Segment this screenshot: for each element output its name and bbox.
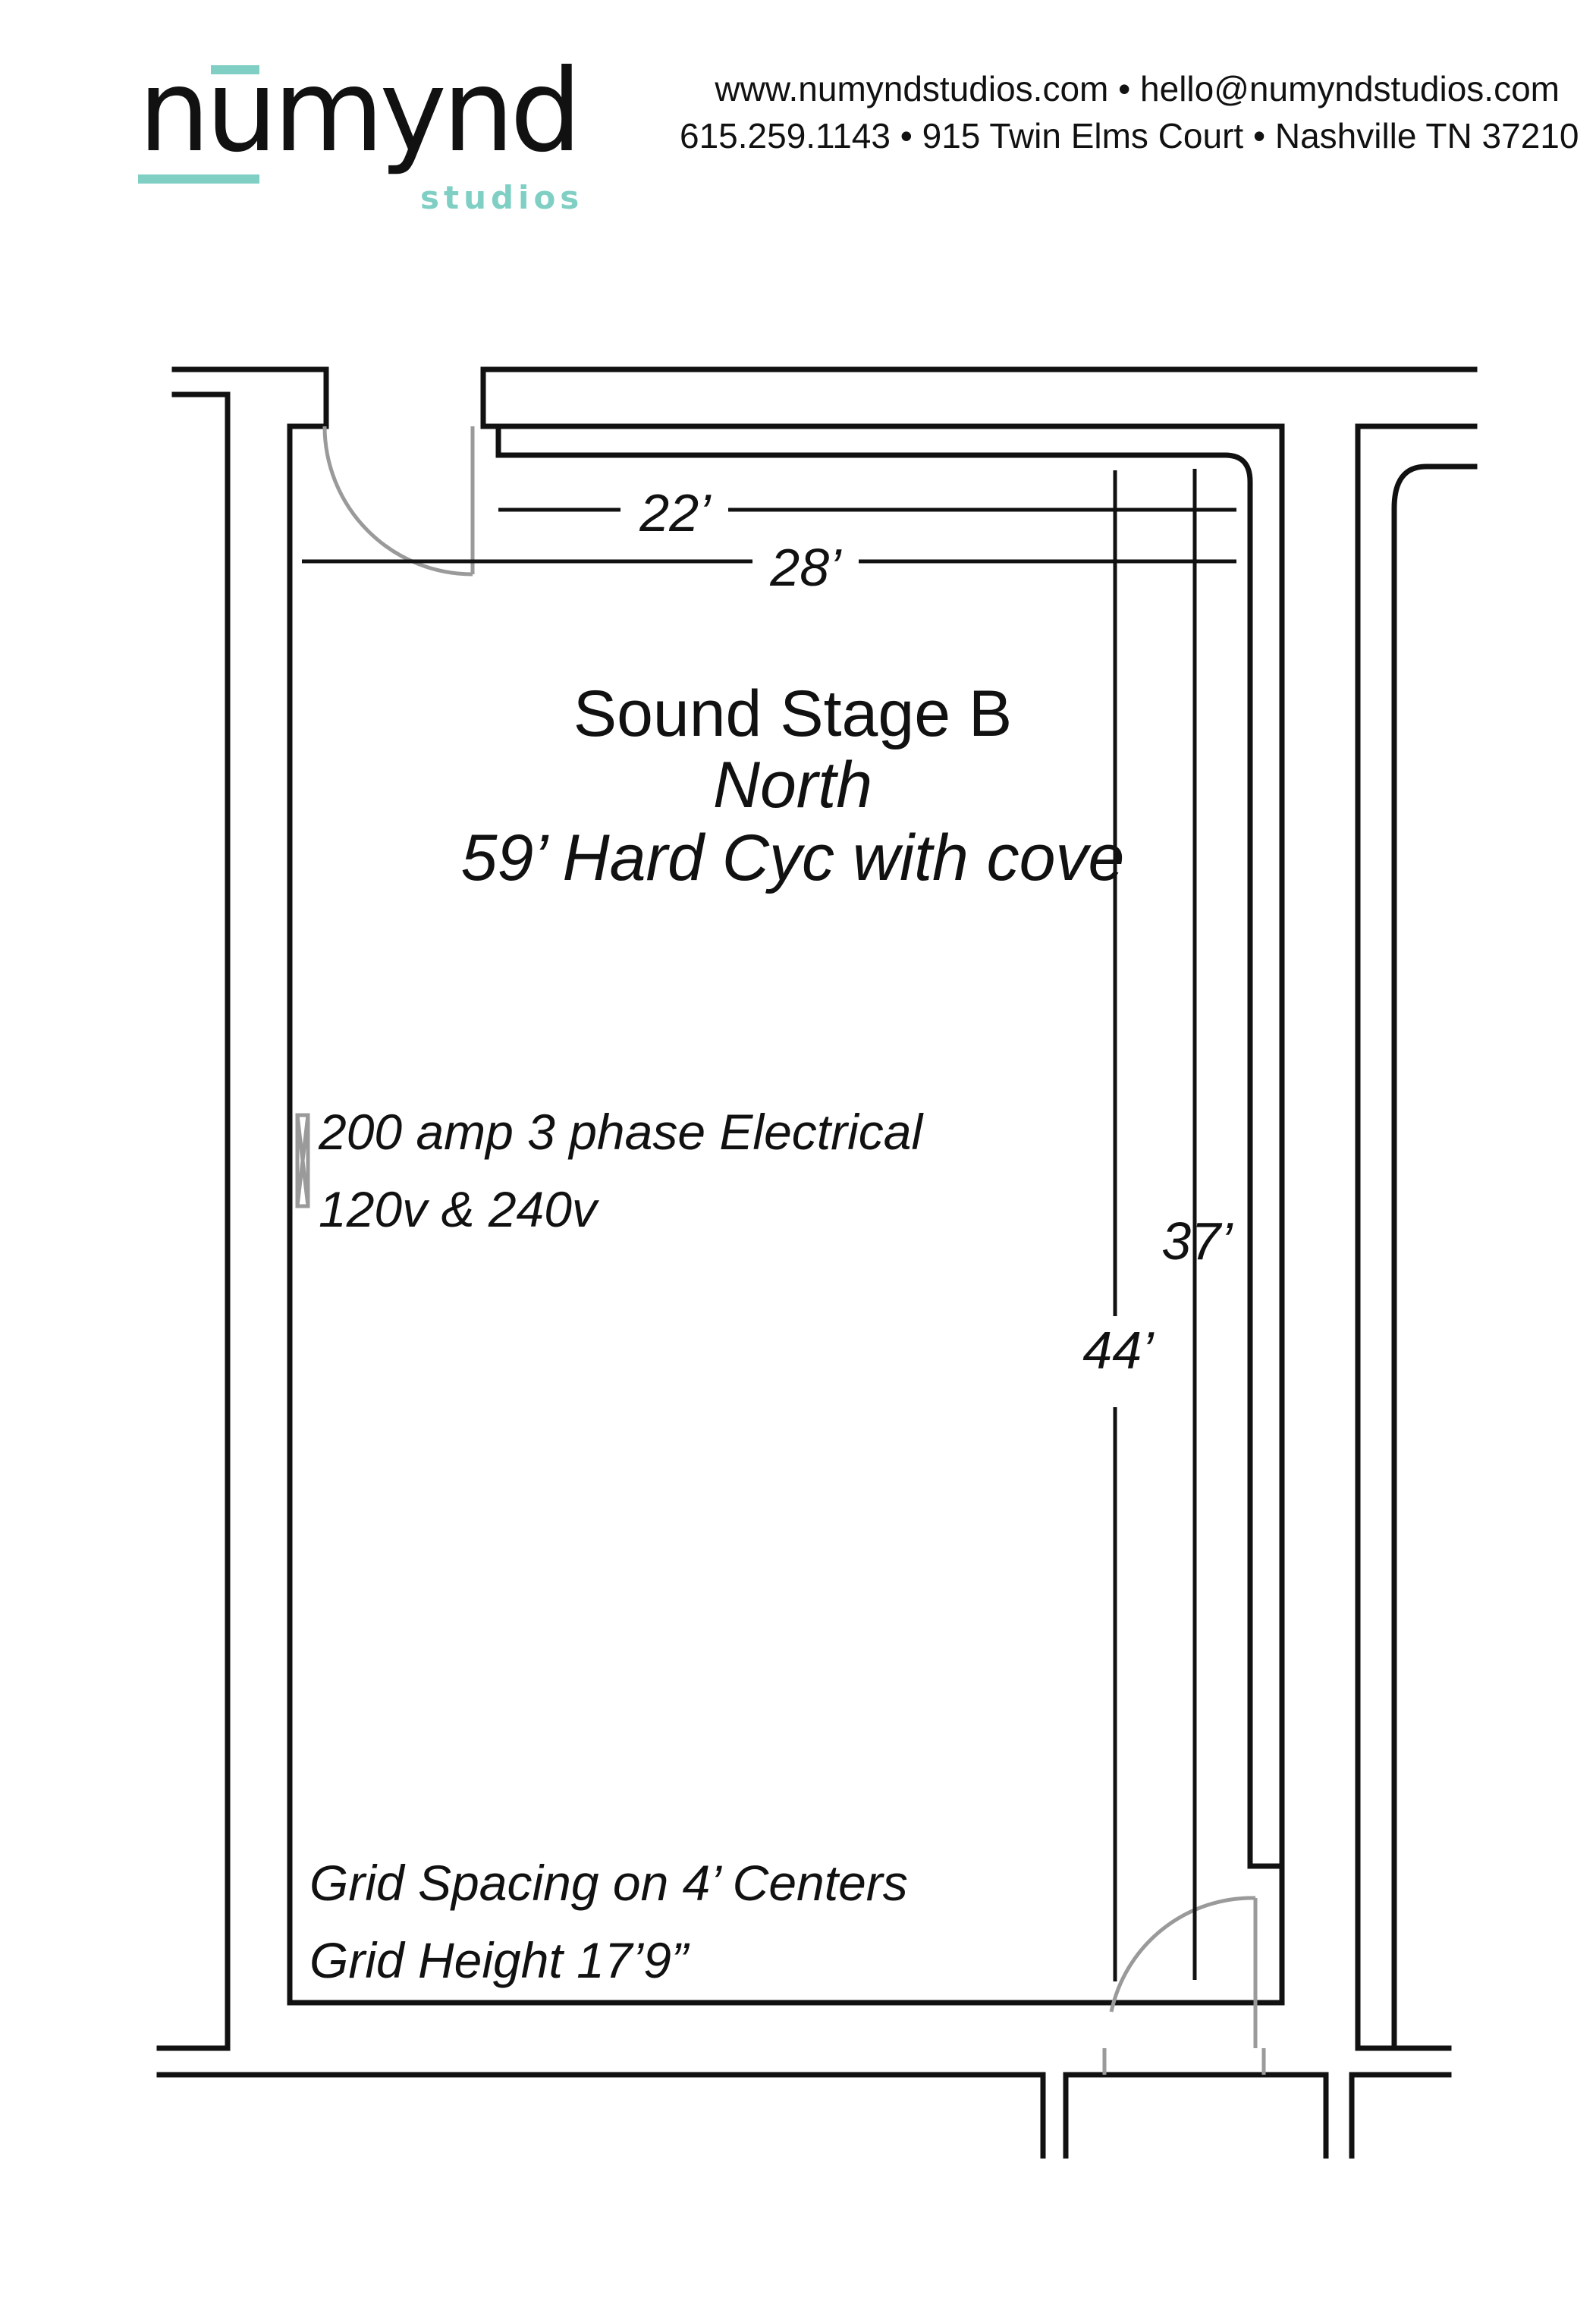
wall-left-outer (171, 391, 231, 2051)
room-title: Sound Stage B (573, 677, 1013, 750)
contact-web-email: www.numyndstudios.com • hello@numyndstud… (715, 69, 1560, 108)
wall-right-corridor-inner (1391, 463, 1478, 2051)
logo-accent-bar-bottom (138, 174, 259, 184)
cyc-description: 59’ Hard Cyc with cove (461, 822, 1125, 894)
dim-label-28: 28’ (769, 538, 842, 597)
plan-walls (156, 366, 1478, 2159)
wall-right-corridor-outer (1355, 423, 1478, 2051)
wall-top-right (480, 366, 1478, 429)
dimension-lines-vertical (1113, 470, 1197, 1981)
wall-top-left (171, 366, 329, 429)
electrical-line-2: 120v & 240v (319, 1181, 600, 1237)
logo-subtitle: studios (420, 179, 584, 216)
contact-phone-address: 615.259.1143 • 915 Twin Elms Court • Nas… (680, 116, 1579, 156)
wall-bottom-left (156, 2072, 1046, 2159)
contact-info: www.numyndstudios.com • hello@numyndstud… (680, 65, 1579, 159)
door-swing-bottom (1109, 1896, 1256, 2013)
grid-spacing-note: Grid Spacing on 4’ Centers (309, 1855, 908, 1911)
wall-bottom-right (1349, 2072, 1452, 2159)
room-subtitle: North (713, 749, 872, 822)
studio-logo: nūmynd studios (138, 55, 593, 228)
electrical-panel-icon (295, 1113, 310, 1208)
dim-label-37: 37’ (1161, 1211, 1233, 1271)
door-swing-top (322, 426, 473, 577)
plan-doors (295, 426, 1266, 2075)
logo-accent-bar-top (211, 65, 259, 74)
wall-top-inner (480, 423, 1285, 2006)
room-left-bottom-wall (287, 423, 1285, 2006)
door-jambs-bottom (1102, 2048, 1266, 2075)
dim-label-44: 44’ (1082, 1321, 1155, 1380)
electrical-line-1: 200 amp 3 phase Electrical (318, 1104, 924, 1160)
electrical-panel-cross (295, 1114, 310, 1207)
wall-bottom-middle (1063, 2072, 1329, 2159)
cyc-wall (495, 423, 1280, 1869)
dim-label-22: 22’ (639, 483, 712, 542)
grid-height-note: Grid Height 17’9” (309, 1932, 690, 1988)
